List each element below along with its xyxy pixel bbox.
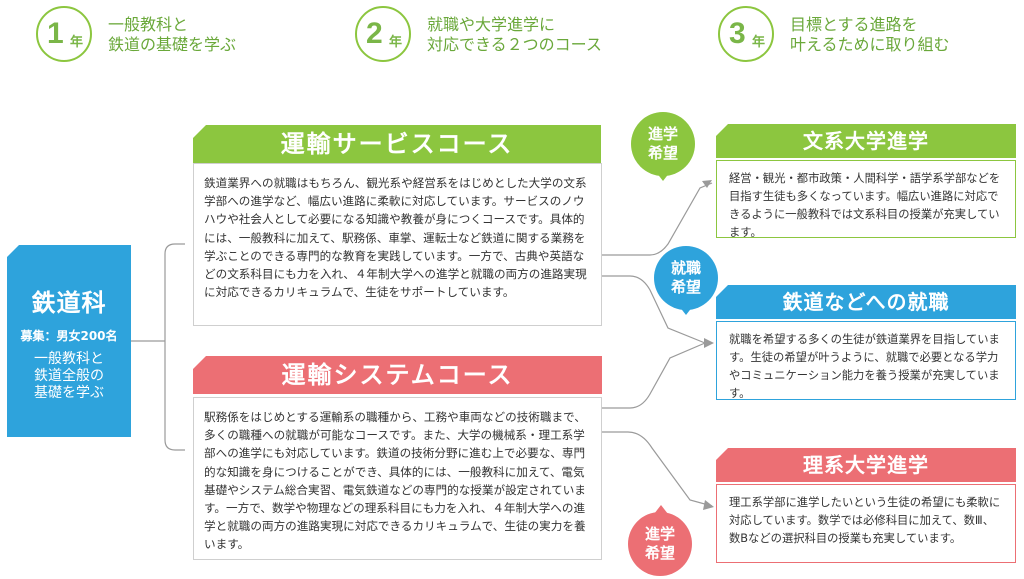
connector-system-rikei (602, 431, 713, 507)
year-number: 3 (729, 17, 746, 50)
year-description-line1: 目標とする進路を (790, 15, 918, 34)
year-circle: 3 年 (718, 6, 774, 62)
year-description: 一般教科と 鉄道の基礎を学ぶ (108, 15, 236, 55)
year-number: 1 (47, 17, 64, 50)
corner-fold (193, 125, 206, 138)
destination-rikei-title-text: 理系大学進学 (803, 453, 929, 477)
connector-service-bunkei (602, 182, 713, 256)
department-description: 一般教科と 鉄道全般の 基礎を学ぶ (34, 351, 104, 401)
corner-fold (716, 285, 728, 297)
bubble-tail (654, 505, 668, 514)
destination-rikei-body: 理工系学部に進学したいという生徒の希望にも柔軟に対応しています。数学では必修科目… (716, 484, 1016, 563)
hope-bubble-study-bottom: 進学 希望 (628, 512, 692, 576)
connector-service-job (602, 275, 706, 344)
bubble-tail (656, 172, 670, 181)
bubble-line1: 進学 (644, 525, 675, 543)
destination-bunkei-body: 経営・観光・都市政策・人間科学・語学系学部などを目指す生徒も多くなっています。幅… (716, 160, 1016, 239)
destination-job-body: 就職を希望する多くの生徒が鉄道業界を目指しています。生徒の希望が叶うように、就職… (716, 321, 1016, 400)
arrow-job (704, 338, 714, 348)
year-description-line2: 叶えるために取り組む (790, 35, 950, 54)
bubble-tail (679, 306, 693, 315)
corner-fold (193, 356, 206, 369)
course-system-title-text: 運輸システムコース (281, 361, 514, 389)
corner-fold (7, 245, 19, 257)
course-service-title-text: 運輸サービスコース (280, 130, 514, 158)
bubble-line1: 進学 (647, 125, 678, 143)
course-service-title: 運輸サービスコース (193, 125, 601, 163)
hope-bubble-job: 就職 希望 (654, 246, 718, 310)
year-number: 2 (366, 17, 383, 50)
corner-fold (716, 124, 728, 136)
bubble-line2: 希望 (647, 144, 678, 162)
arrow-bunkei (702, 180, 712, 188)
year-description: 目標とする進路を 叶えるために取り組む (790, 15, 950, 55)
year-description-line2: 対応できる２つのコース (427, 35, 602, 54)
destination-job-title: 鉄道などへの就職 (716, 285, 1016, 319)
department-recruit: 募集：男女200名 (20, 329, 118, 343)
destination-bunkei-title-text: 文系大学進学 (803, 129, 929, 153)
bubble-line2: 希望 (670, 278, 701, 296)
year-unit: 年 (70, 35, 84, 50)
destination-rikei-title: 理系大学進学 (716, 448, 1016, 482)
arrow-rikei (703, 500, 714, 510)
year-description-line2: 鉄道の基礎を学ぶ (108, 35, 237, 54)
connector-bracket (164, 243, 185, 451)
course-system-title: 運輸システムコース (193, 356, 602, 394)
course-service-body: 鉄道業界への就職はもちろん、観光系や経営系をはじめとした大学の文系学部への進学な… (193, 163, 602, 326)
department-box: 鉄道科 募集：男女200名 一般教科と 鉄道全般の 基礎を学ぶ (7, 245, 131, 437)
bubble-line1: 就職 (670, 259, 701, 277)
year-circle: 2 年 (355, 6, 411, 62)
year-description-line1: 就職や大学進学に (427, 15, 556, 34)
destination-job-title-text: 鉄道などへの就職 (782, 290, 950, 314)
bubble-line2: 希望 (644, 544, 675, 562)
destination-bunkei-title: 文系大学進学 (716, 124, 1016, 158)
connector-system-job (602, 342, 706, 409)
year-description: 就職や大学進学に 対応できる２つのコース (427, 15, 602, 55)
year-circle: 1 年 (36, 6, 92, 62)
hope-bubble-study-top: 進学 希望 (631, 112, 695, 176)
year-unit: 年 (752, 35, 766, 50)
year-description-line1: 一般教科と (108, 15, 189, 34)
corner-fold (716, 448, 728, 460)
department-title: 鉄道科 (31, 289, 107, 317)
year-unit: 年 (389, 35, 403, 50)
course-system-body: 駅務係をはじめとする運輸系の職種から、工務や車両などの技術職まで、多くの職種への… (193, 397, 602, 560)
